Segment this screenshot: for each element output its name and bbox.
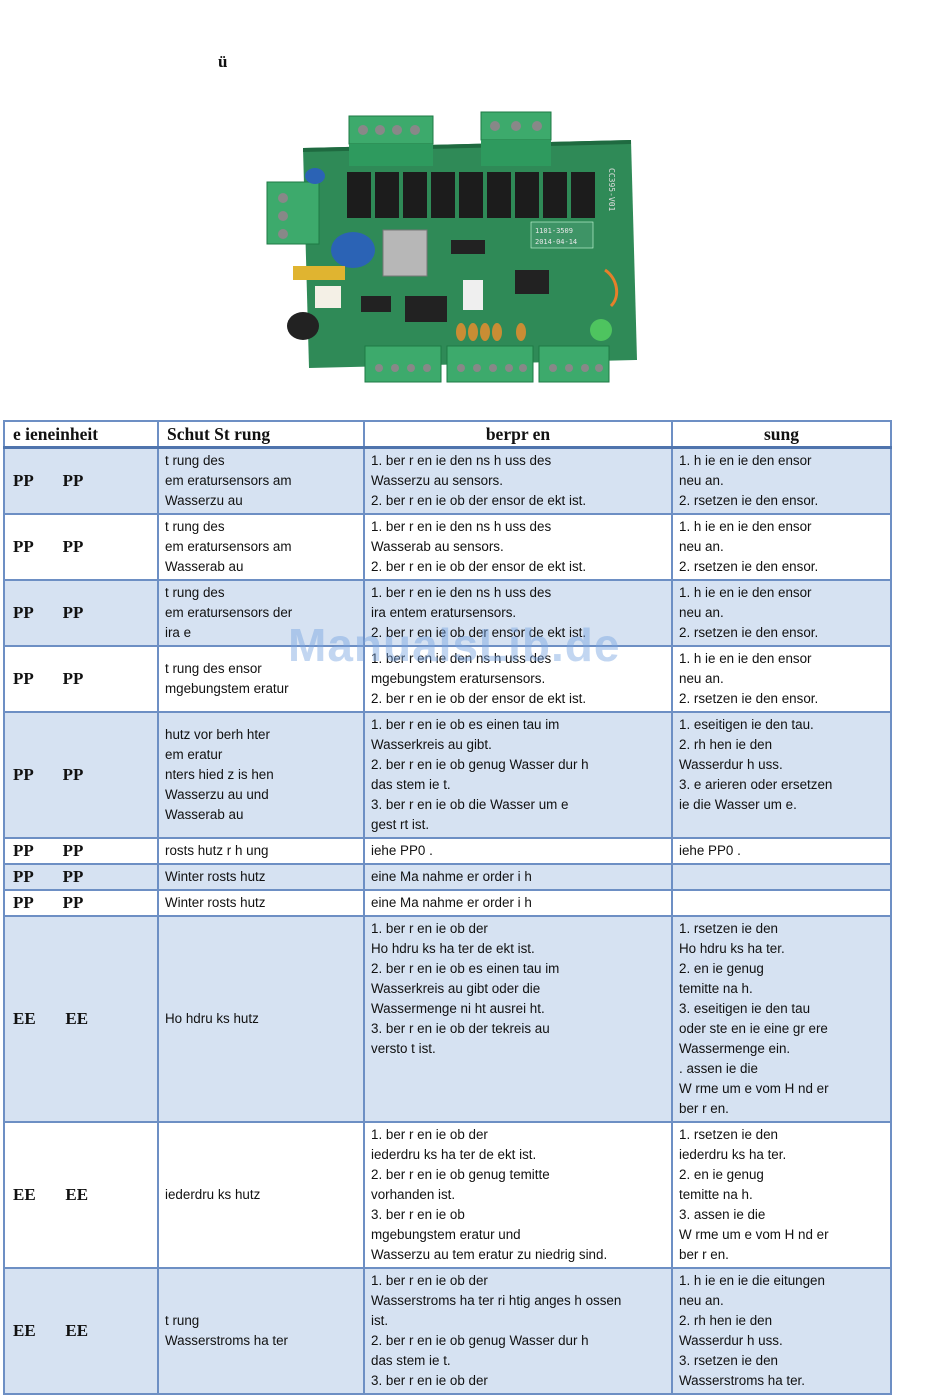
table-row: PP PP t rung des ensor mgebungstem eratu…	[3, 645, 892, 713]
relay-row	[347, 172, 595, 218]
fault-description: t rung des em eratursensors am Wasserab …	[157, 513, 365, 581]
page-heading: ü	[218, 52, 228, 71]
fault-description: rosts hutz r h ung	[157, 837, 365, 865]
table-row: PP PP hutz vor berh hter em eratur nters…	[3, 711, 892, 839]
solution-steps: 1. rsetzen ie den iederdru ks ha ter. 2.…	[671, 1121, 892, 1269]
check-steps: 1. ber r en ie ob der iederdru ks ha ter…	[363, 1121, 673, 1269]
header-solution: sung	[671, 420, 892, 449]
error-code: PP PP	[3, 711, 159, 839]
circuit-board-photo: CC395-V01 1101-3509 2014-04-14	[266, 111, 637, 383]
table-row: EE EE Ho hdru ks hutz 1. ber r en ie ob …	[3, 915, 892, 1123]
fault-description: iederdru ks hutz	[157, 1121, 365, 1269]
error-code: PP PP	[3, 863, 159, 891]
check-steps: 1. ber r en ie ob der Ho hdru ks ha ter …	[363, 915, 673, 1123]
error-code: EE EE	[3, 1267, 159, 1395]
error-code: EE EE	[3, 915, 159, 1123]
chip-label-2: 2014-04-14	[535, 238, 577, 246]
solution-steps: 1. h ie en ie den ensor neu an. 2. rsetz…	[671, 645, 892, 713]
fault-description: t rung Wasserstroms ha ter	[157, 1267, 365, 1395]
error-code: PP PP	[3, 579, 159, 647]
check-steps: 1. ber r en ie ob es einen tau im Wasser…	[363, 711, 673, 839]
fault-description: t rung des ensor mgebungstem eratur	[157, 645, 365, 713]
board-label: CC395-V01	[607, 168, 616, 212]
fault-description: Ho hdru ks hutz	[157, 915, 365, 1123]
solution-steps: 1. h ie en ie den ensor neu an. 2. rsetz…	[671, 513, 892, 581]
fault-description: Winter rosts hutz	[157, 889, 365, 917]
bottom-terminals	[364, 345, 610, 383]
error-code: PP PP	[3, 837, 159, 865]
check-steps: 1. ber r en ie ob der Wasserstroms ha te…	[363, 1267, 673, 1395]
check-steps: 1. ber r en ie den ns h uss des mgebungs…	[363, 645, 673, 713]
error-code: PP PP	[3, 446, 159, 515]
check-steps: iehe PP0 .	[363, 837, 673, 865]
fault-description: t rung des em eratursensors der ira e	[157, 579, 365, 647]
header-check: berpr en	[363, 420, 673, 449]
table-row: EE EE t rung Wasserstroms ha ter 1. ber …	[3, 1267, 892, 1395]
check-steps: 1. ber r en ie den ns h uss des ira ente…	[363, 579, 673, 647]
error-code: EE EE	[3, 1121, 159, 1269]
solution-steps: iehe PP0 .	[671, 837, 892, 865]
error-code: PP PP	[3, 513, 159, 581]
error-code: PP PP	[3, 889, 159, 917]
left-terminal	[266, 181, 320, 245]
table-row: PP PP t rung des em eratursensors am Was…	[3, 446, 892, 515]
check-steps: 1. ber r en ie den ns h uss des Wasserab…	[363, 513, 673, 581]
check-steps: 1. ber r en ie den ns h uss des Wasserzu…	[363, 446, 673, 515]
fault-description: hutz vor berh hter em eratur nters hied …	[157, 711, 365, 839]
header-fault: Schut St rung	[157, 420, 365, 449]
fault-description: Winter rosts hutz	[157, 863, 365, 891]
solution-steps: 1. h ie en ie die eitungen neu an. 2. rh…	[671, 1267, 892, 1395]
top-terminal-right	[480, 111, 552, 166]
table-row: PP PP Winter rosts hutz eine Ma nahme er…	[3, 863, 892, 891]
error-code: PP PP	[3, 645, 159, 713]
table-row: PP PP rosts hutz r h ung iehe PP0 . iehe…	[3, 837, 892, 865]
check-steps: eine Ma nahme er order i h	[363, 863, 673, 891]
table-header-row: e ieneinheit Schut St rung berpr en sung	[3, 420, 892, 449]
solution-steps: 1. eseitigen ie den tau. 2. rh hen ie de…	[671, 711, 892, 839]
top-terminal-left	[348, 115, 434, 166]
header-unit: e ieneinheit	[3, 420, 159, 449]
table-row: PP PP Winter rosts hutz eine Ma nahme er…	[3, 889, 892, 917]
table-row: PP PP t rung des em eratursensors am Was…	[3, 513, 892, 581]
solution-steps: 1. rsetzen ie den Ho hdru ks ha ter. 2. …	[671, 915, 892, 1123]
error-code-table: e ieneinheit Schut St rung berpr en sung…	[3, 420, 892, 1395]
fault-description: t rung des em eratursensors am Wasserzu …	[157, 446, 365, 515]
chip-label-1: 1101-3509	[535, 227, 573, 235]
solution-steps	[671, 889, 892, 917]
solution-steps: 1. h ie en ie den ensor neu an. 2. rsetz…	[671, 579, 892, 647]
solution-steps: 1. h ie en ie den ensor neu an. 2. rsetz…	[671, 446, 892, 515]
check-steps: eine Ma nahme er order i h	[363, 889, 673, 917]
table-row: EE EE iederdru ks hutz 1. ber r en ie ob…	[3, 1121, 892, 1269]
table-row: PP PP t rung des em eratursensors der ir…	[3, 579, 892, 647]
solution-steps	[671, 863, 892, 891]
